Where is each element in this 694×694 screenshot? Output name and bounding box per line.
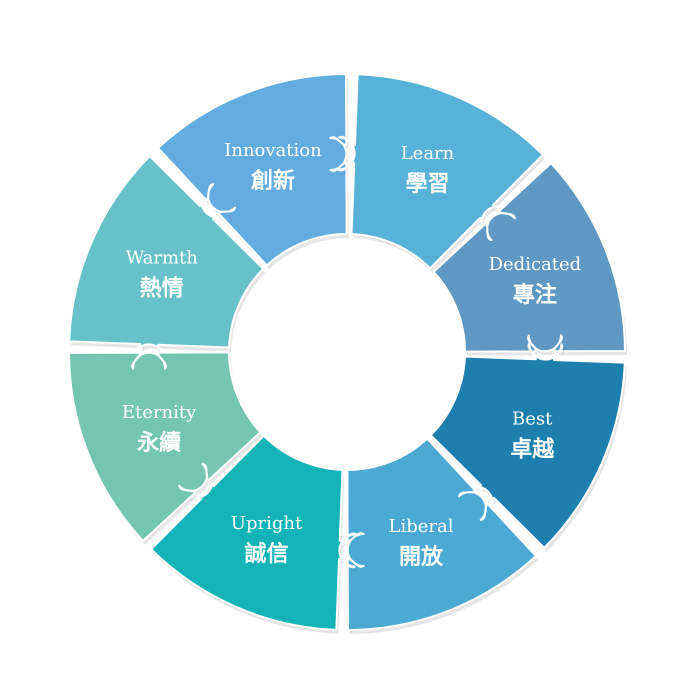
segment-liberal: Liberal 開放 [346, 437, 538, 634]
puzzle-piece-eternity [68, 351, 262, 542]
segment-label-en: Dedicated [489, 254, 582, 275]
puzzle-piece-warmth [68, 155, 265, 362]
segment-label-zh: 誠信 [244, 541, 288, 567]
segment-best: Best 卓越 [429, 342, 627, 552]
segment-label-en: Liberal [389, 516, 454, 537]
segment-label-en: Innovation [224, 140, 322, 161]
segment-dedicated: Dedicated 專注 [432, 162, 627, 356]
segment-upright: Upright 誠信 [150, 434, 358, 634]
segment-label-zh: 永續 [137, 430, 181, 456]
segment-label-zh: 創新 [251, 168, 295, 194]
segment-label-zh: 專注 [513, 282, 557, 308]
puzzle-piece-learn [337, 73, 544, 270]
segment-label-zh: 學習 [405, 171, 449, 197]
puzzle-piece-innovation [157, 73, 348, 267]
segment-eternity: Eternity 永續 [68, 351, 263, 545]
segments-layer: Warmth 熱情 Innovation 創新 Learn 學習 Dedicated 專注 Be… [68, 73, 627, 634]
segment-label-en: Eternity [122, 402, 197, 423]
segment-label-en: Warmth [126, 248, 199, 269]
segment-label-zh: 開放 [399, 544, 444, 570]
segment-warmth: Warmth 熱情 [68, 155, 266, 365]
segment-learn: Learn 學習 [337, 73, 545, 273]
segment-label-en: Best [512, 409, 553, 430]
puzzle-piece-upright [150, 434, 357, 631]
segment-label-en: Upright [231, 513, 303, 534]
segment-label-zh: 卓越 [510, 438, 555, 463]
puzzle-piece-liberal [346, 437, 537, 631]
segment-innovation: Innovation 創新 [157, 73, 349, 270]
segment-label-zh: 熱情 [140, 276, 184, 302]
segment-label-en: Learn [401, 143, 455, 164]
puzzle-piece-dedicated [432, 162, 626, 353]
puzzle-piece-best [429, 342, 626, 549]
